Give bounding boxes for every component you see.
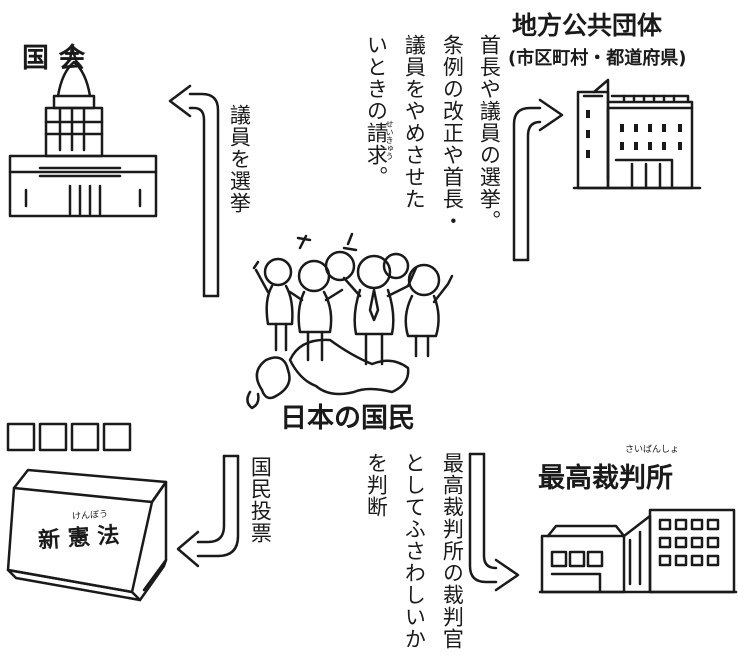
flow-chiho-col3: 議員をやめさせた <box>402 34 427 210</box>
kokkai-title: 国 会 <box>22 43 86 74</box>
diet-building-icon <box>8 46 158 218</box>
city-hall-icon <box>572 78 702 190</box>
kenpo-title: 新 憲 法 <box>37 523 121 554</box>
chiho-subtitle: (市区町村・都道府県) <box>508 48 687 69</box>
flow-chiho-col2: 条例の改正や首長・ <box>440 34 465 232</box>
saibansho-ruby: さいばんしょ <box>625 445 680 455</box>
kokumin-label: 日本の国民 <box>280 403 415 434</box>
arrow-chiho <box>512 98 564 262</box>
flow-chiho-col4: いときの請求。 <box>364 34 389 188</box>
arrow-senkyo <box>168 84 220 298</box>
seikyu-ruby: せいきゅう <box>385 120 394 160</box>
saibansho-title: 最高裁判所 <box>538 463 673 494</box>
supreme-court-building-icon <box>538 508 738 594</box>
flow-saiban-col3: を判断 <box>364 452 389 518</box>
citizens-illustration <box>246 232 454 410</box>
constitution-book-icon <box>6 468 168 602</box>
flow-senkyo: 議員を選挙 <box>227 104 252 214</box>
city-hall-windows <box>586 110 682 158</box>
arrow-tohyo <box>176 454 240 568</box>
chiho-title: 地方公共団体 <box>512 11 663 40</box>
flow-saiban-col1: 最高裁判所の裁判官 <box>440 452 465 650</box>
flow-saiban-col2: としてふさわしいか <box>402 452 427 650</box>
flow-chiho-col1: 首長や議員の選挙。 <box>477 34 502 232</box>
flow-tohyo: 国民投票 <box>248 456 273 544</box>
blank-boxes <box>6 422 132 452</box>
arrow-saiban <box>468 452 520 592</box>
